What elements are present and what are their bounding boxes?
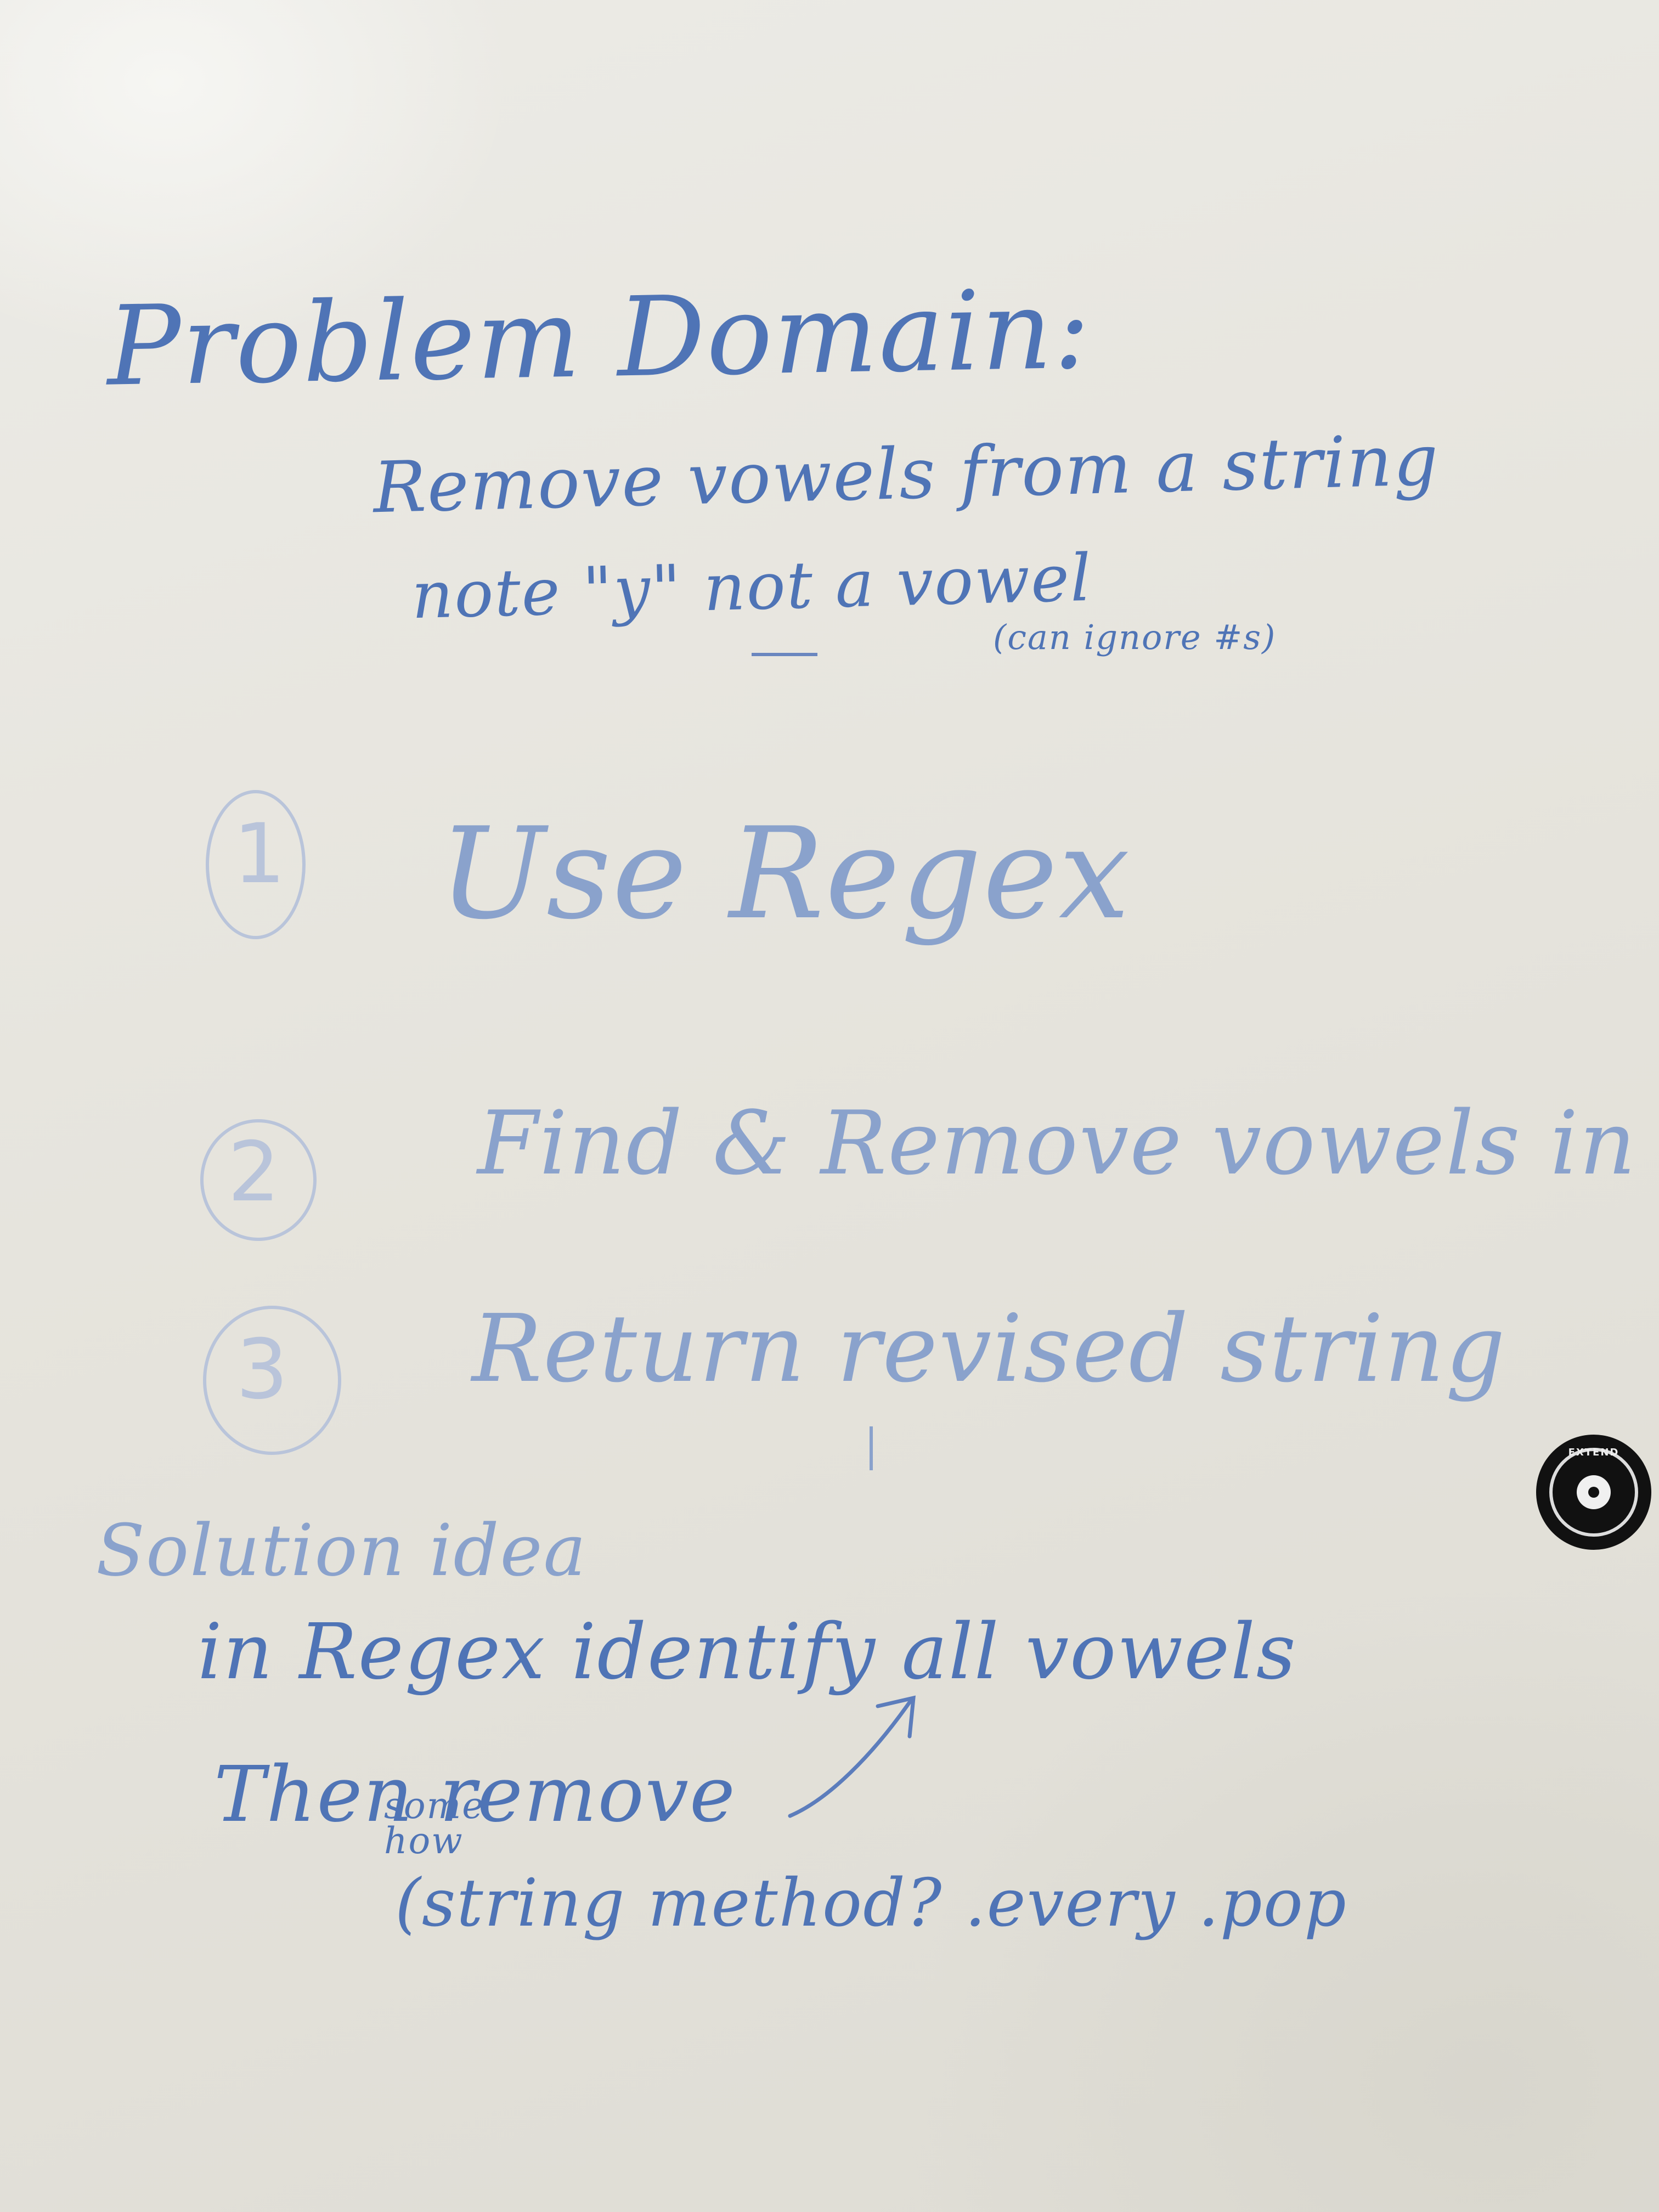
solution-aside-how: how — [384, 1820, 464, 1862]
problem-line-remove-vowels: Remove vowels from a string — [372, 419, 1441, 529]
solution-aside: some how — [384, 1788, 484, 1859]
step-1-text: Use Regex — [439, 801, 1131, 947]
problem-domain-title: Problem Domain: — [106, 266, 1092, 411]
solution-aside-some: some — [384, 1785, 485, 1827]
magnet-icon: EXTEND — [1536, 1435, 1651, 1550]
step-2-text: Find & Remove vowels in string — [477, 1092, 1659, 1194]
magnet-core — [1577, 1475, 1611, 1509]
magnet-ring — [1549, 1448, 1638, 1537]
step-2-number: 2 — [228, 1125, 280, 1220]
solution-line-remove: Then remove — [214, 1750, 736, 1839]
underline-stroke — [752, 653, 817, 656]
step-3-number: 3 — [236, 1322, 289, 1418]
connector-stroke — [870, 1426, 873, 1470]
step-3-circle — [203, 1306, 341, 1455]
solution-line-identify: in Regex identify all vowels — [198, 1607, 1297, 1697]
step-3-text: Return revised string — [472, 1295, 1506, 1403]
problem-line-y-note: note "y" not a vowel — [410, 539, 1093, 634]
solution-line-string-method: (string method? .every .pop — [395, 1865, 1347, 1942]
problem-line-ignore-numbers: (can ignore #s) — [993, 617, 1277, 657]
magnet-label: EXTEND — [1568, 1447, 1620, 1458]
solution-heading: Solution idea — [96, 1509, 587, 1592]
step-1-number: 1 — [233, 806, 286, 902]
step-1-circle — [206, 790, 306, 939]
arrow-icon — [788, 1695, 916, 1818]
step-2-circle — [200, 1119, 317, 1241]
